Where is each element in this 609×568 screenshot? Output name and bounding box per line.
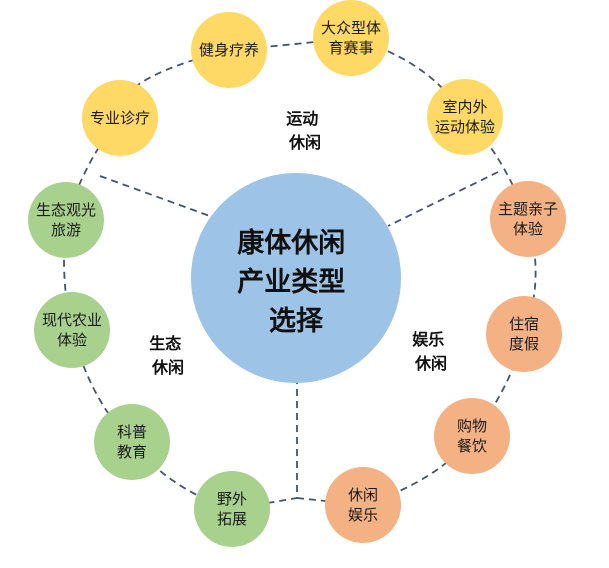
leaf-node-label-line: 休闲: [348, 486, 378, 504]
leaf-node-label-line: 运动体验: [435, 118, 495, 136]
leaf-node-label-line: 育赛事: [328, 39, 373, 57]
leaf-node-circle: [490, 181, 566, 257]
leaf-node-circle: [194, 471, 270, 547]
leaf-node-label-line: 生态观光: [36, 201, 96, 219]
leaf-node-circle: [434, 398, 510, 474]
leaf-node-sport: 健身疗养: [191, 12, 267, 88]
leaf-node-label: 专业诊疗: [90, 109, 150, 127]
leaf-node-eco: 现代农业体验: [34, 292, 110, 368]
leaf-node-label: 室内外运动体验: [435, 98, 495, 136]
leaf-node-ent: 主题亲子体验: [490, 181, 566, 257]
category-label-line: 休闲: [288, 133, 321, 152]
leaf-node-circle: [82, 80, 158, 156]
connector-line: [99, 175, 219, 220]
leaf-node-label: 野外拓展: [217, 490, 247, 528]
leaf-node-label: 休闲娱乐: [348, 486, 378, 524]
leaf-node-sport: 专业诊疗: [82, 80, 158, 156]
leaf-node-sport: 室内外运动体验: [427, 79, 503, 155]
leaf-node-label: 购物餐饮: [457, 417, 487, 455]
leaf-node-sport: 大众型体育赛事: [313, 0, 389, 76]
leaf-node-label-line: 住宿: [509, 315, 539, 333]
leaf-node-label-line: 专业诊疗: [90, 109, 150, 127]
leaf-node-label-line: 旅游: [51, 221, 81, 239]
leaf-node-ent: 购物餐饮: [434, 398, 510, 474]
leaf-node-ent: 休闲娱乐: [325, 467, 401, 543]
center-title-line: 选择: [269, 306, 324, 337]
center-title: 康体休闲 产业类型 选择: [237, 227, 354, 337]
leaf-node-label-line: 大众型体: [321, 19, 381, 37]
leaf-node-label-line: 娱乐: [348, 506, 378, 524]
leaf-node-label-line: 餐饮: [457, 437, 487, 455]
leaf-node-label: 住宿度假: [509, 315, 539, 353]
leaf-node-label-line: 拓展: [217, 510, 247, 528]
category-labels: 运动 休闲 生态 休闲 娱乐 休闲: [149, 109, 450, 377]
leaf-node-circle: [191, 12, 267, 88]
leaf-node-circle: [313, 0, 389, 76]
leaf-node-eco: 生态观光旅游: [28, 182, 104, 258]
connector-line: [387, 171, 499, 227]
leaf-node-circle: [34, 292, 110, 368]
leaf-nodes: 健身疗养大众型体育赛事室内外运动体验专业诊疗主题亲子体验住宿度假购物餐饮休闲娱乐…: [28, 0, 566, 547]
leaf-node-label-line: 度假: [509, 335, 539, 353]
leaf-node-label: 科普教育: [117, 423, 147, 461]
leaf-node-circle: [94, 404, 170, 480]
leaf-node-label-line: 购物: [457, 417, 487, 435]
category-label-line: 生态: [149, 334, 181, 353]
center-title-line: 产业类型: [237, 267, 345, 298]
category-label-sport: 运动 休闲: [286, 109, 324, 152]
leaf-node-circle: [427, 79, 503, 155]
leaf-node-ent: 住宿度假: [486, 296, 562, 372]
leaf-node-label: 生态观光旅游: [36, 201, 96, 239]
leaf-node-eco: 野外拓展: [194, 471, 270, 547]
center-title-line: 康体休闲: [237, 227, 345, 259]
leaf-node-label-line: 科普: [117, 423, 147, 441]
leaf-node-circle: [28, 182, 104, 258]
leaf-node-label: 大众型体育赛事: [321, 19, 381, 57]
category-label-line: 运动: [286, 109, 318, 128]
center-circle: [191, 173, 401, 383]
leaf-node-label-line: 主题亲子: [498, 200, 558, 218]
category-label-eco: 生态 休闲: [149, 334, 187, 377]
leaf-node-label-line: 体验: [57, 331, 87, 349]
leaf-node-label: 现代农业体验: [42, 311, 102, 349]
leaf-node-circle: [486, 296, 562, 372]
leaf-node-label-line: 现代农业: [42, 311, 102, 329]
leaf-node-label: 主题亲子体验: [498, 200, 558, 238]
category-label-ent: 娱乐 休闲: [412, 330, 450, 373]
leaf-node-label-line: 健身疗养: [199, 41, 259, 59]
leaf-node-circle: [325, 467, 401, 543]
leaf-node-eco: 科普教育: [94, 404, 170, 480]
category-label-line: 休闲: [414, 354, 447, 373]
category-label-line: 休闲: [151, 358, 184, 377]
leaf-node-label-line: 体验: [513, 220, 543, 238]
category-label-line: 娱乐: [412, 330, 444, 349]
leaf-node-label: 健身疗养: [199, 41, 259, 59]
center-node: 康体休闲 产业类型 选择: [191, 173, 401, 383]
leaf-node-label-line: 野外: [217, 490, 247, 508]
leaf-node-label-line: 教育: [117, 443, 147, 461]
leaf-node-label-line: 室内外: [442, 98, 487, 116]
